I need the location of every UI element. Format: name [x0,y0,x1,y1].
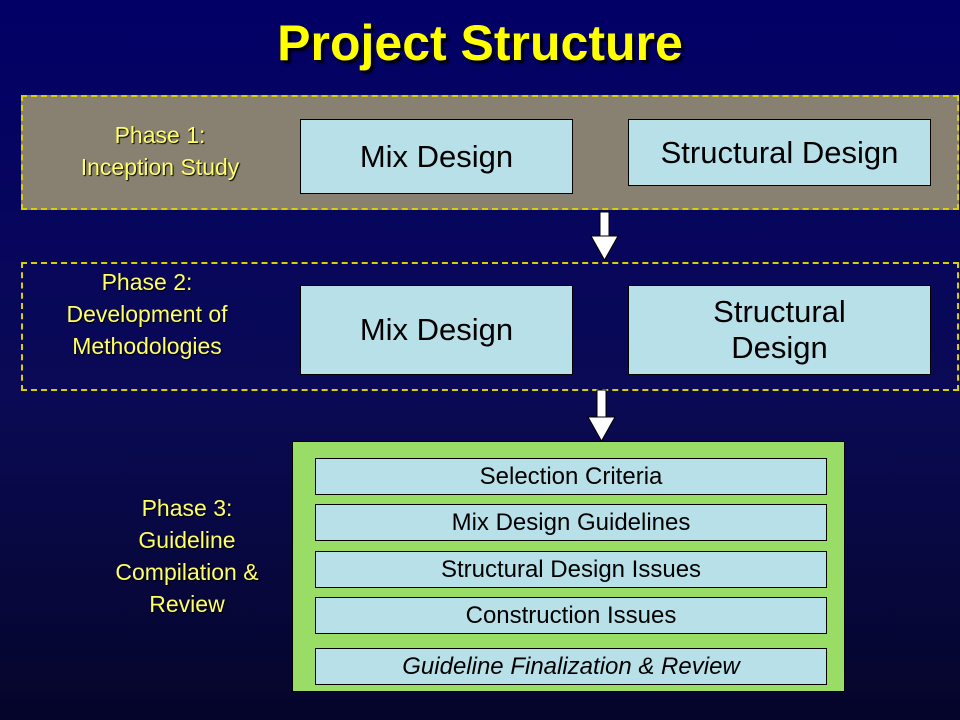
selection-criteria-item: Selection Criteria [315,458,827,495]
construction-issues-item: Construction Issues [315,597,827,634]
phase-2-mix-design-box: Mix Design [300,285,573,375]
phase-1-structural-design-box: Structural Design [628,119,931,186]
guideline-finalization-item: Guideline Finalization & Review [315,648,827,685]
phase-2-label-line-2: Development of [66,301,228,327]
phase-1-label: Phase 1: Inception Study [30,119,290,183]
phase-1-label-line-2: Inception Study [80,154,240,180]
phase-3-label: Phase 3: Guideline Compilation & Review [82,492,292,620]
phase-2-label-line-3: Methodologies [72,333,222,359]
arrow-down-icon [587,389,616,443]
phase-2-structural-design-box: Structural Design [628,285,931,375]
phase-2-band [21,262,959,391]
phase-3-label-line-1: Phase 3: [141,495,233,521]
phase-3-label-line-4: Review [149,591,225,617]
phase-2-label: Phase 2: Development of Methodologies [22,266,272,362]
phase-3-label-line-2: Guideline [138,527,236,553]
phase-3-label-line-3: Compilation & [115,559,259,585]
phase-2-label-line-1: Phase 2: [101,269,193,295]
phase-1-mix-design-box: Mix Design [300,119,573,194]
page-title: Project Structure [277,15,683,71]
structural-design-issues-item: Structural Design Issues [315,551,827,588]
arrow-down-icon [590,211,619,262]
mix-design-guidelines-item: Mix Design Guidelines [315,504,827,541]
phase-1-label-line-1: Phase 1: [114,122,206,148]
